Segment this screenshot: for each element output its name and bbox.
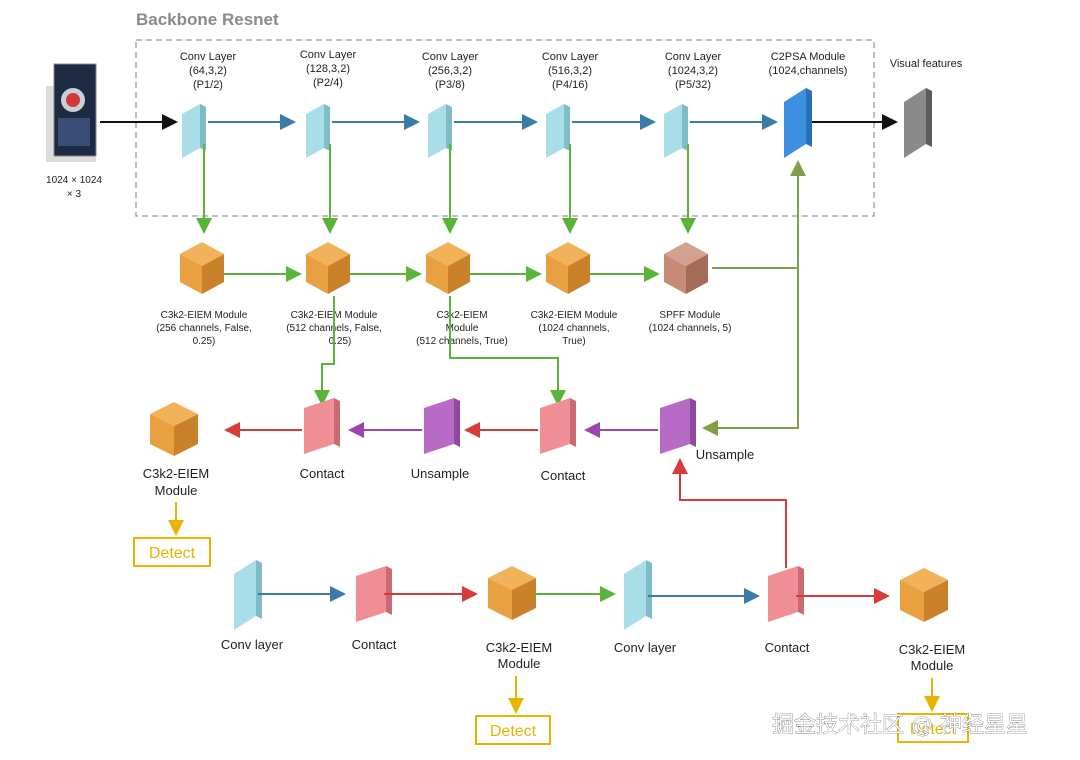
head-c3k2-label-1: C3k2-EIEM bbox=[143, 466, 209, 481]
conv-layer-2 bbox=[306, 104, 330, 158]
neck3-label-2: Module bbox=[446, 323, 479, 334]
conv-layer-1 bbox=[182, 104, 206, 158]
conv5-label-3: (P5/32) bbox=[675, 79, 711, 91]
conv-layer-row2-b bbox=[624, 560, 652, 630]
watermark: 掘金技术社区 @ 神经星星 bbox=[772, 713, 1028, 738]
conv1-label-2: (64,3,2) bbox=[189, 65, 227, 77]
spff-cube bbox=[664, 242, 708, 294]
contact-d-label: Contact bbox=[765, 640, 810, 655]
conv3-label-2: (256,3,2) bbox=[428, 65, 472, 77]
unsample-a-label: Unsample bbox=[411, 466, 470, 481]
conv4-label-1: Conv Layer bbox=[542, 51, 599, 63]
c3k2-row2-cube-a bbox=[488, 566, 536, 620]
input-label-line2: × 3 bbox=[67, 189, 82, 200]
detect-box-1 bbox=[133, 537, 211, 567]
c2psa-label-1: C2PSA Module bbox=[771, 51, 846, 63]
conv2-label-2: (128,3,2) bbox=[306, 63, 350, 75]
input-image bbox=[46, 63, 97, 162]
c3k2-row2a-label-2: Module bbox=[498, 656, 541, 671]
arrow-neck2-contact-a bbox=[314, 296, 335, 406]
detect-label-3: Detect bbox=[910, 721, 957, 738]
backbone-title: Backbone Resnet bbox=[136, 10, 279, 29]
conv-layer-5 bbox=[664, 104, 688, 158]
c3k2-row2b-label-2: Module bbox=[911, 658, 954, 673]
detect-label-2: Detect bbox=[490, 723, 537, 740]
c3k2-row2a-label-1: C3k2-EIEM bbox=[486, 640, 552, 655]
unsample-b-label: Unsample bbox=[696, 447, 755, 462]
c3k2-row2-cube-b bbox=[900, 568, 948, 622]
conv1-label-1: Conv Layer bbox=[180, 51, 237, 63]
conv2-label-1: Conv Layer bbox=[300, 49, 357, 61]
arrow-contact-d-unsample-b bbox=[672, 458, 787, 568]
c3k2-cube-2 bbox=[306, 242, 350, 294]
c2psa-label-2: (1024,channels) bbox=[769, 65, 848, 77]
c3k2-cube-3 bbox=[426, 242, 470, 294]
conv4-label-2: (516,3,2) bbox=[548, 65, 592, 77]
c3k2-cube-1 bbox=[180, 242, 224, 294]
conv3-label-3: (P3/8) bbox=[435, 79, 465, 91]
contact-block-d bbox=[768, 566, 804, 622]
conv1-label-3: (P1/2) bbox=[193, 79, 223, 91]
input-label-line1: 1024 × 1024 bbox=[46, 175, 102, 186]
c2psa-module bbox=[784, 88, 812, 158]
c3k2-head-cube bbox=[150, 402, 198, 456]
conv4-label-3: (P4/16) bbox=[552, 79, 588, 91]
head-c3k2-label-2: Module bbox=[155, 483, 198, 498]
detect-label-1: Detect bbox=[149, 545, 196, 562]
visual-features-block bbox=[904, 88, 932, 158]
neck1-label-3: 0.25) bbox=[193, 336, 216, 347]
neck1-label-2: (256 channels, False, bbox=[156, 323, 252, 334]
conv-layer-4 bbox=[546, 104, 570, 158]
arrow-neck3-contact-b bbox=[449, 296, 566, 406]
neck4-label-1: C3k2-EIEM Module bbox=[531, 310, 618, 321]
neck4-label-3: True) bbox=[562, 336, 586, 347]
contact-block-b bbox=[540, 398, 576, 454]
arrow-c2psa-unsample bbox=[702, 268, 799, 436]
detect-box-2 bbox=[475, 715, 551, 745]
conv5-label-2: (1024,3,2) bbox=[668, 65, 718, 77]
unsample-block-b bbox=[660, 398, 696, 454]
neck2-label-3: 0.25) bbox=[329, 336, 352, 347]
conv-layer-row2-a bbox=[234, 560, 262, 630]
contact-block-a bbox=[304, 398, 340, 454]
neck3-label-1: C3k2-EIEM bbox=[436, 310, 487, 321]
spff-label-2: (1024 channels, 5) bbox=[649, 323, 732, 334]
spff-label-1: SPFF Module bbox=[659, 310, 721, 321]
contact-c-label: Contact bbox=[352, 637, 397, 652]
neck3-label-3: (512 channels, True) bbox=[416, 336, 508, 347]
contact-block-c bbox=[356, 566, 392, 622]
c3k2-row2b-label-1: C3k2-EIEM bbox=[899, 642, 965, 657]
conv3-label-1: Conv Layer bbox=[422, 51, 479, 63]
conv-row2a-label: Conv layer bbox=[221, 637, 284, 652]
conv-layer-3 bbox=[428, 104, 452, 158]
conv5-label-1: Conv Layer bbox=[665, 51, 722, 63]
c3k2-cube-4 bbox=[546, 242, 590, 294]
neck1-label-1: C3k2-EIEM Module bbox=[161, 310, 248, 321]
arrow-spff-c2psa bbox=[712, 160, 806, 269]
contact-a-label: Contact bbox=[300, 466, 345, 481]
contact-b-label: Contact bbox=[541, 468, 586, 483]
detect-box-3 bbox=[897, 713, 969, 743]
conv2-label-3: (P2/4) bbox=[313, 77, 343, 89]
conv-row2b-label: Conv layer bbox=[614, 640, 677, 655]
unsample-block-a bbox=[424, 398, 460, 454]
backbone-box bbox=[135, 39, 875, 217]
neck4-label-2: (1024 channels, bbox=[538, 323, 609, 334]
visual-features-label: Visual features bbox=[890, 58, 963, 70]
